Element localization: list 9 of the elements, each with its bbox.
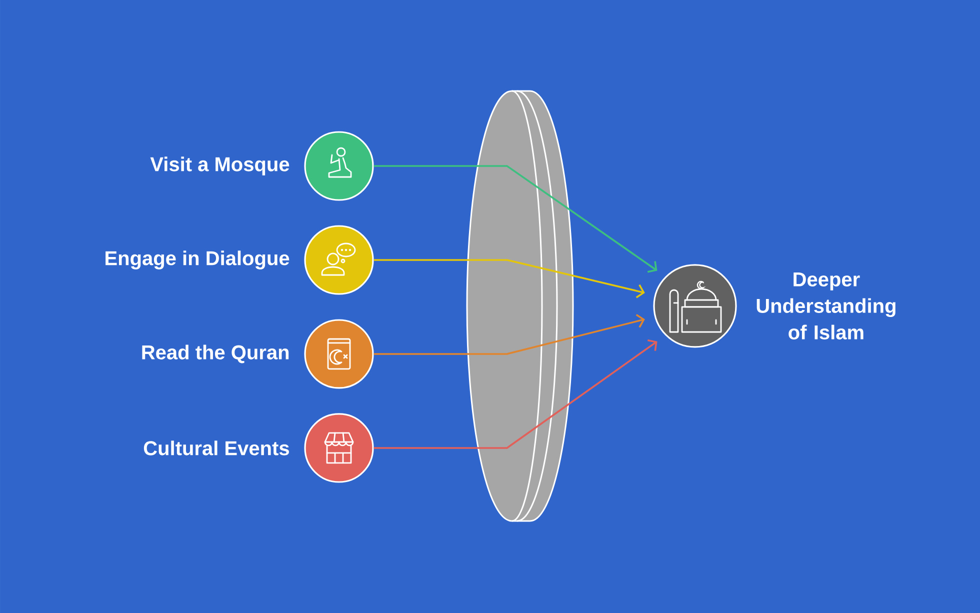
- arrow: [374, 165, 658, 273]
- step-label: Read the Quran: [142, 344, 289, 364]
- step-label: Cultural Events: [144, 440, 289, 456]
- step-label: Visit a Mosque: [150, 156, 290, 176]
- arrow: [374, 339, 658, 449]
- arrow: [374, 314, 645, 355]
- step-label: Engage in Dialogue: [106, 250, 290, 270]
- result-label: Deeper Understanding of Islam: [756, 272, 896, 340]
- arrow: [374, 259, 645, 298]
